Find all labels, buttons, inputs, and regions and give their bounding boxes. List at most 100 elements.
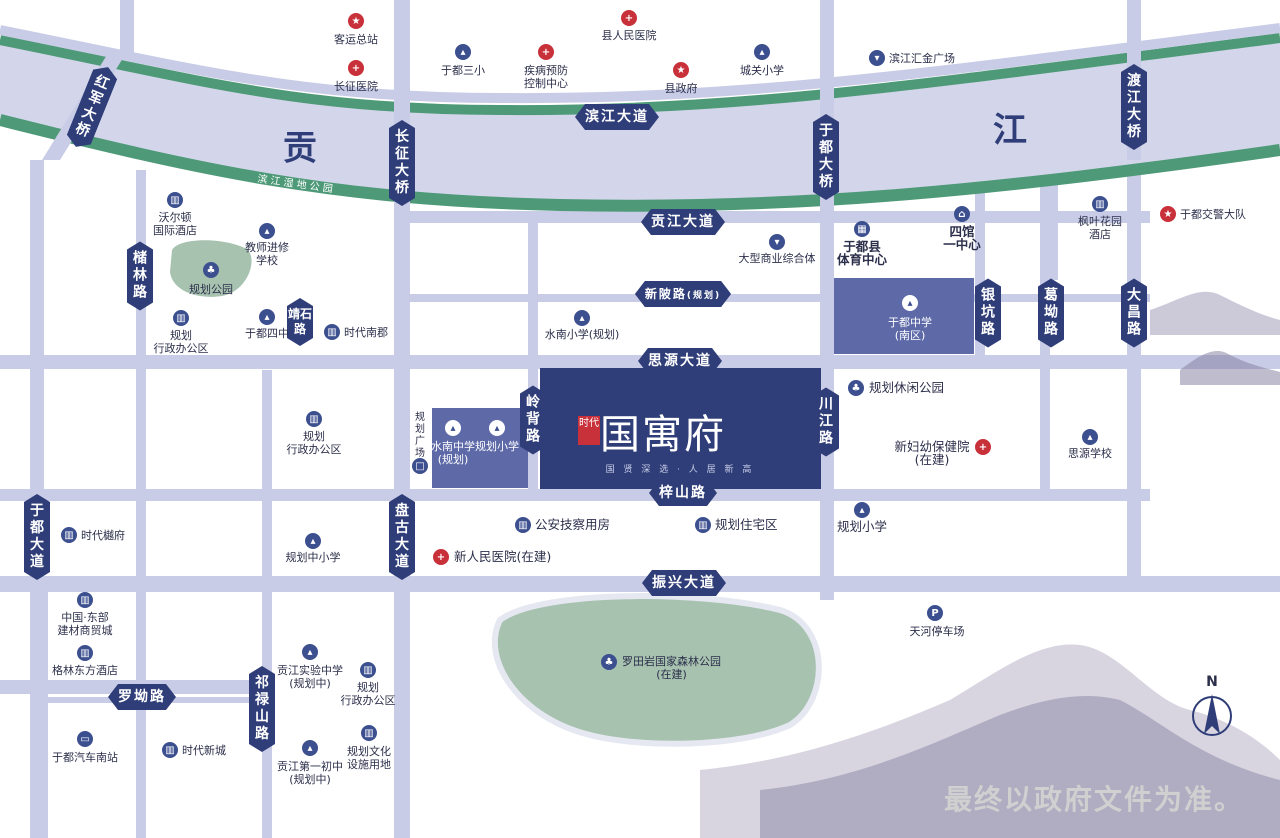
road-sign-geao[interactable]: 葛坳路 — [1038, 279, 1064, 348]
poi-xingzheng3[interactable]: 规划 行政办公区 — [340, 681, 396, 707]
poi-guangchang[interactable]: 规 划 广 场 — [415, 412, 425, 459]
hospital-icon: + — [433, 549, 449, 565]
poi-shidaixincheng[interactable]: 时代新城 — [182, 744, 226, 757]
building-icon: ▥ — [306, 411, 322, 427]
star-icon: ★ — [1160, 206, 1176, 222]
poi-keyun[interactable]: 客运总站 — [334, 33, 378, 46]
disclaimer-text: 最终以政府文件为准。 — [943, 783, 1244, 816]
poi-changzheng-hosp[interactable]: 长征医院 — [334, 80, 378, 93]
poi-gongan[interactable]: 公安技察用房 — [535, 517, 611, 532]
road-sign-yudubridge[interactable]: 于都大桥 — [813, 114, 839, 200]
poi-siyuanxx[interactable]: 思源学校 — [1068, 447, 1112, 460]
stadium-icon: ▦ — [854, 221, 870, 237]
hospital-icon: + — [538, 44, 554, 60]
poi-xianrenmin[interactable]: 县人民医院 — [601, 29, 657, 42]
bus-icon: ▭ — [77, 731, 93, 747]
poi-yuduzhongxue[interactable]: 于都中学 (南区) — [888, 316, 932, 342]
building-icon: ▥ — [77, 592, 93, 608]
school-icon: ▴ — [902, 295, 918, 311]
poi-gelin[interactable]: 格林东方酒店 — [52, 664, 118, 677]
school-icon: ▴ — [574, 310, 590, 326]
road-sign-gongjiang[interactable]: 贡江大道 — [641, 209, 725, 235]
road-sign-dujiang[interactable]: 渡江大桥 — [1121, 64, 1147, 150]
building-icon: ▥ — [173, 310, 189, 326]
riverbank-north — [0, 33, 1280, 116]
poi-shidainanjun[interactable]: 时代南郡 — [344, 326, 388, 339]
poi-shangye[interactable]: 大型商业综合体 — [738, 252, 816, 265]
star-icon: ★ — [348, 13, 364, 29]
road-sign-jingshi[interactable]: 靖石路 — [287, 298, 313, 346]
project-name: 国寓府 — [600, 412, 726, 458]
hospital-icon: + — [975, 439, 991, 455]
school-icon: ▴ — [259, 309, 275, 325]
river-name-gong: 贡 — [283, 128, 317, 169]
poi-shuinan[interactable]: 水南小学(规划) — [544, 328, 620, 341]
poi-luotian[interactable]: 罗田岩国家森林公园 (在建) — [622, 655, 721, 681]
road-sign-jianlin[interactable]: 槠林路 — [127, 242, 153, 311]
poi-guihuaxiao2[interactable]: 规划小学 — [836, 519, 888, 534]
poi-xingzheng1[interactable]: 规划 行政办公区 — [153, 329, 209, 355]
poi-jibing[interactable]: 疾病预防 控制中心 — [524, 64, 568, 90]
poi-yudu3[interactable]: 于都三小 — [441, 64, 485, 77]
road-sign-siyuan[interactable]: 思源大道 — [638, 348, 722, 374]
road-sign-binjiang[interactable]: 滨江大道 — [575, 104, 659, 130]
road-sign-chuanjiang[interactable]: 川江路 — [813, 388, 839, 457]
star-icon: ★ — [673, 62, 689, 78]
poi-guihuaxiao[interactable]: 规划小学 — [475, 440, 519, 453]
poi-diyichu[interactable]: 贡江第一初中 (规划中) — [277, 760, 343, 786]
hospital-icon: + — [621, 10, 637, 26]
poi-xinrenmin[interactable]: 新人民医院(在建) — [454, 549, 552, 564]
shopping-icon: ▾ — [869, 50, 885, 66]
road-sign-zishan[interactable]: 梓山路 — [649, 480, 717, 506]
building-icon: ▥ — [361, 725, 377, 741]
compass-north-label: N — [1206, 674, 1218, 690]
poi-chengguan[interactable]: 城关小学 — [740, 64, 784, 77]
poi-tiyu[interactable]: 于都县 体育中心 — [836, 239, 888, 267]
poi-jiancai[interactable]: 中国·东部 建材商贸城 — [57, 611, 113, 637]
poi-fengye[interactable]: 枫叶花园 酒店 — [1078, 215, 1122, 241]
poi-jiaoshi[interactable]: 教师进修 学校 — [245, 241, 289, 267]
poi-zhuzhai[interactable]: 规划住宅区 — [715, 517, 778, 532]
poi-tianhe[interactable]: 天河停车场 — [909, 625, 965, 638]
poi-jiaojing[interactable]: 于都交警大队 — [1180, 208, 1246, 221]
project-slogan: 国 贤 深 选 · 人 居 新 高 — [605, 465, 755, 475]
building-icon: ▥ — [167, 192, 183, 208]
road-sign-changzheng[interactable]: 长征大桥 — [389, 120, 415, 206]
building-icon: ▥ — [324, 324, 340, 340]
park-luotian — [492, 593, 822, 747]
road-sign-yinkeng[interactable]: 银坑路 — [975, 279, 1001, 348]
road-sign-xinpi-label: 新陂路 — [644, 287, 687, 301]
poi-qiche[interactable]: 于都汽车南站 — [52, 751, 118, 764]
road-sign-xinpi-note: (规划) — [686, 291, 722, 301]
square-icon: □ — [412, 458, 428, 474]
school-icon: ▴ — [305, 533, 321, 549]
road-sign-yudu[interactable]: 于都大道 — [24, 494, 50, 580]
poi-shuinanzhong[interactable]: 水南中学 (规划) — [431, 440, 475, 466]
road-sign-dachang[interactable]: 大昌路 — [1121, 279, 1147, 348]
road-sign-zhenxing[interactable]: 振兴大道 — [642, 570, 726, 596]
parking-icon: P — [927, 605, 943, 621]
school-icon: ▴ — [259, 223, 275, 239]
poi-shidaiyufu[interactable]: 时代樾府 — [81, 529, 125, 542]
compass-icon — [1192, 694, 1232, 736]
road-sign-xinpi[interactable]: 新陂路(规划) — [635, 281, 731, 307]
road-sign-qilushan[interactable]: 祁禄山路 — [249, 666, 275, 752]
building-icon: ▥ — [695, 517, 711, 533]
poi-huijin[interactable]: 滨江汇金广场 — [889, 52, 955, 65]
poi-guihuapark[interactable]: 规划公园 — [189, 283, 233, 296]
poi-fuyou[interactable]: 新妇幼保健院 (在建) — [894, 439, 970, 467]
poi-wenhua[interactable]: 规划文化 设施用地 — [347, 745, 391, 771]
road-sign-luoao[interactable]: 罗坳路 — [108, 684, 176, 710]
poi-zhongxiao[interactable]: 规划中小学 — [285, 551, 341, 564]
building-icon: ⌂ — [954, 206, 970, 222]
poi-xianzhengfu[interactable]: 县政府 — [664, 82, 698, 95]
poi-xiuxian[interactable]: 规划休闲公园 — [869, 380, 945, 395]
road-sign-pangu[interactable]: 盘古大道 — [389, 494, 415, 580]
poi-yudu4[interactable]: 于都四中 — [245, 327, 289, 340]
poi-gongjiangshiyan[interactable]: 贡江实验中学 (规划中) — [277, 664, 343, 690]
poi-siguan[interactable]: 四馆 一中心 — [943, 224, 981, 252]
poi-walden[interactable]: 沃尔顿 国际酒店 — [153, 211, 197, 237]
road-sign-lingbei[interactable]: 岭背路 — [520, 386, 546, 455]
poi-xingzheng2[interactable]: 规划 行政办公区 — [286, 430, 342, 456]
